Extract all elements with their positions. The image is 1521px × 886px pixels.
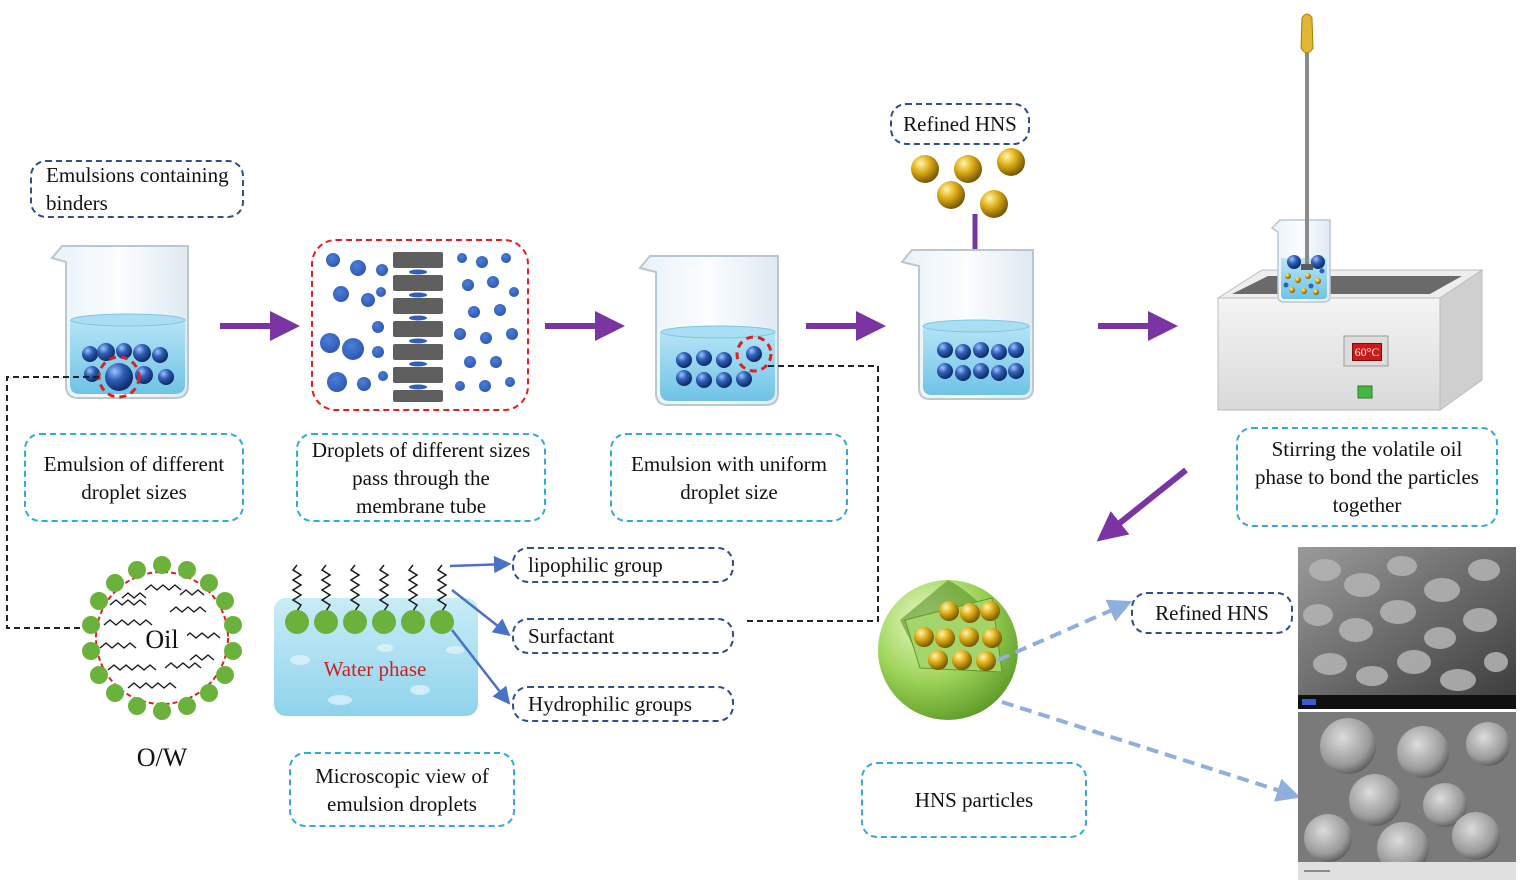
label-emulsion-uniform-text: Emulsion with uniform droplet size <box>631 451 827 504</box>
label-microscopic: Microscopic view of emulsion droplets <box>289 752 515 827</box>
label-emulsion-different: Emulsion of different droplet sizes <box>24 433 244 522</box>
label-lipophilic: lipophilic group <box>512 547 734 583</box>
label-microscopic-text: Microscopic view of emulsion droplets <box>315 763 489 816</box>
hns-particle-cutaway <box>878 580 1301 802</box>
zoom-connector-lines <box>6 365 879 629</box>
ow-label: O/W <box>136 743 188 772</box>
label-refined-hns-sem: Refined HNS <box>1131 592 1293 634</box>
label-refined-hns-top: Refined HNS <box>890 103 1030 145</box>
label-hns-particles-text: HNS particles <box>914 788 1034 812</box>
beaker-adding-hns <box>900 249 1034 400</box>
label-stirring: Stirring the volatile oil phase to bond … <box>1236 427 1498 527</box>
label-hydrophilic: Hydrophilic groups <box>512 686 734 722</box>
label-hns-particles: HNS particles <box>861 762 1087 838</box>
label-hydrophilic-text: Hydrophilic groups <box>528 692 692 716</box>
beaker-uniform-droplets <box>638 255 779 406</box>
label-refined-hns-top-text: Refined HNS <box>903 112 1017 136</box>
label-lipophilic-text: lipophilic group <box>528 553 663 577</box>
label-refined-hns-sem-text: Refined HNS <box>1155 601 1269 625</box>
membrane-tube-panel <box>311 239 529 411</box>
oil-label: Oil <box>137 626 187 654</box>
label-emulsion-different-text: Emulsion of different droplet sizes <box>43 451 225 504</box>
surfactant-interface <box>274 555 512 716</box>
label-emulsions-binders-text: Emulsions containing binders <box>46 163 229 215</box>
label-emulsion-uniform: Emulsion with uniform droplet size <box>610 433 848 522</box>
label-surfactant: Surfactant <box>512 618 734 654</box>
beaker-different-sizes <box>50 245 189 399</box>
water-phase-label: Water phase <box>323 657 427 681</box>
temperature-display: 60°C <box>1352 343 1382 361</box>
sem-image-refined-hns <box>1298 547 1516 709</box>
sem-image-hns-particles <box>1298 712 1516 880</box>
label-emulsions-binders: Emulsions containing binders <box>30 160 244 218</box>
label-droplets-pass-text: Droplets of different sizes pass through… <box>311 437 531 518</box>
heating-stirrer-apparatus <box>1216 13 1484 411</box>
label-droplets-pass: Droplets of different sizes pass through… <box>296 433 546 522</box>
label-stirring-text: Stirring the volatile oil phase to bond … <box>1255 437 1479 517</box>
flow-arrows <box>220 311 1188 542</box>
label-surfactant-text: Surfactant <box>528 624 615 648</box>
